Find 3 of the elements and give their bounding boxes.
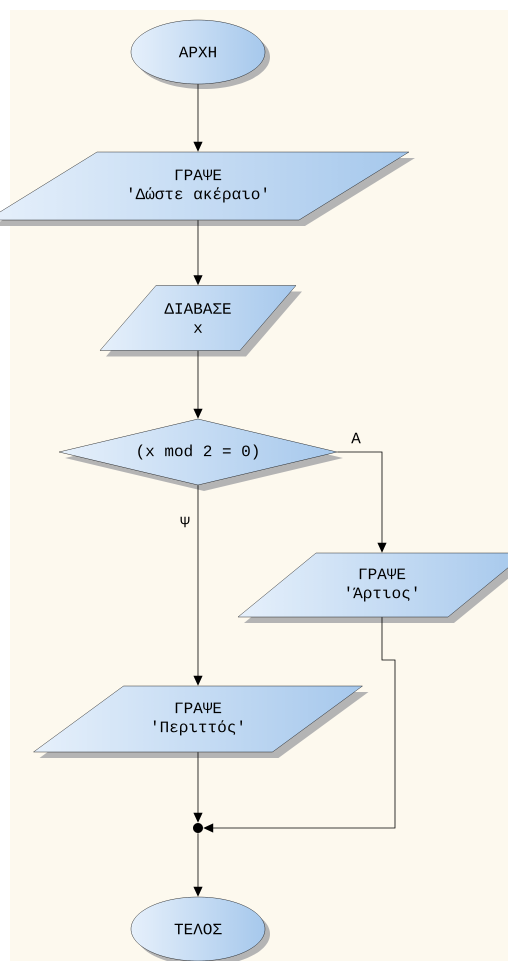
edge-label: Α <box>350 432 362 444</box>
junction-dot <box>193 823 203 833</box>
edge-label: Ψ <box>179 516 191 528</box>
